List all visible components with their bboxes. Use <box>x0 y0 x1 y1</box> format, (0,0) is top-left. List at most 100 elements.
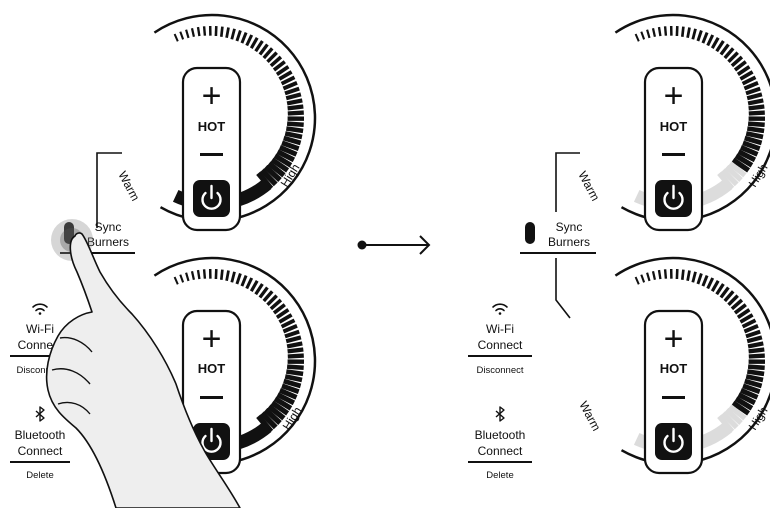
heat-tick <box>734 396 754 411</box>
heat-tick <box>640 274 646 283</box>
heat-tick <box>686 27 691 39</box>
heat-tick <box>179 274 185 283</box>
right-bluetooth-button[interactable]: Bluetooth Connect Delete <box>468 406 532 481</box>
heat-tick <box>743 323 759 334</box>
minus-icon[interactable] <box>200 396 223 399</box>
heat-tick <box>734 153 754 168</box>
heat-tick <box>254 283 264 296</box>
heat-tick <box>721 411 739 430</box>
heat-tick <box>287 347 304 354</box>
left-top-burner: Warm High + HOT <box>115 13 317 232</box>
heat-tick <box>728 404 747 421</box>
heat-tick <box>202 26 207 36</box>
heat-tick <box>727 51 739 64</box>
heat-tick <box>270 400 290 416</box>
heat-tick <box>739 145 759 157</box>
heat-tick <box>723 47 735 60</box>
plus-icon[interactable]: + <box>202 320 222 358</box>
heat-tick <box>284 374 303 383</box>
heat-tick <box>285 369 304 377</box>
power-icon[interactable] <box>655 180 692 217</box>
heat-tick <box>190 270 195 281</box>
heat-tick <box>730 55 744 68</box>
heat-tick <box>724 407 743 425</box>
heat-tick <box>273 396 293 411</box>
heat-tick <box>270 157 290 173</box>
plus-icon[interactable]: + <box>202 77 222 115</box>
heat-tick <box>275 308 290 319</box>
heat-tick <box>235 273 242 285</box>
heat-tick <box>691 271 697 283</box>
heat-tick <box>744 378 763 389</box>
heat-tick <box>196 26 201 37</box>
left-bluetooth-button[interactable]: Bluetooth Connect Delete <box>10 406 70 481</box>
right-bluetooth-line2: Connect <box>478 444 523 458</box>
heat-tick <box>731 157 751 173</box>
heat-tick <box>266 51 278 64</box>
right-top-heat-ticks <box>634 25 766 191</box>
heat-tick <box>173 276 179 285</box>
heat-tick <box>225 270 230 282</box>
heat-tick <box>739 313 754 324</box>
right-wifi-action[interactable]: Disconnect <box>477 365 524 376</box>
heat-tick <box>225 27 230 39</box>
heat-tick <box>742 140 761 151</box>
heat-tick <box>737 392 757 406</box>
right-wifi-line2: Connect <box>478 338 523 352</box>
left-sync-line1: Sync <box>95 220 122 234</box>
power-icon[interactable] <box>193 180 230 217</box>
left-wifi-action[interactable]: Disconnect <box>17 365 64 376</box>
heat-tick <box>260 411 278 430</box>
minus-icon[interactable] <box>662 396 685 399</box>
heat-tick <box>746 92 763 101</box>
minus-icon[interactable] <box>662 153 685 156</box>
minus-icon[interactable] <box>200 153 223 156</box>
plus-icon[interactable]: + <box>664 77 684 115</box>
heat-tick <box>230 28 236 40</box>
heat-tick <box>245 277 254 290</box>
heat-tick <box>745 131 764 140</box>
heat-tick <box>745 329 761 339</box>
heat-tick <box>733 60 747 72</box>
power-icon[interactable] <box>655 423 692 460</box>
heat-tick <box>746 126 765 134</box>
bluetooth-icon <box>35 406 45 422</box>
heat-tick <box>287 353 304 359</box>
left-sync-burners-button[interactable]: Sync Burners <box>60 152 135 254</box>
heat-tick <box>278 313 293 324</box>
heat-tick <box>657 269 662 280</box>
heat-tick <box>281 140 300 151</box>
heat-tick <box>739 388 759 400</box>
heat-tick <box>696 273 703 285</box>
heat-tick <box>680 269 685 280</box>
heat-tick <box>275 65 290 76</box>
left-bluetooth-action[interactable]: Delete <box>26 470 53 481</box>
heat-tick <box>185 272 190 282</box>
right-bottom-burner: Warm High + HOT <box>576 256 770 475</box>
sync-toggle-icon[interactable] <box>525 222 535 244</box>
heat-tick <box>262 290 274 303</box>
heat-tick <box>278 388 298 400</box>
heat-tick <box>741 318 757 329</box>
heat-tick <box>284 131 303 140</box>
heat-tick <box>287 104 304 111</box>
heat-tick <box>258 286 269 299</box>
heat-tick <box>281 383 300 394</box>
pointing-hand-icon <box>45 219 241 508</box>
heat-tick <box>266 294 278 307</box>
heat-tick <box>731 400 751 416</box>
heat-tick <box>724 164 743 182</box>
heat-tick <box>219 269 224 280</box>
heat-tick <box>743 80 759 91</box>
left-wifi-line1: Wi-Fi <box>26 322 54 336</box>
heat-tick <box>663 26 668 36</box>
heat-tick <box>240 32 248 44</box>
right-bottom-warm-label: Warm <box>576 399 603 433</box>
heat-tick <box>260 168 278 187</box>
right-bluetooth-action[interactable]: Delete <box>486 470 513 481</box>
plus-icon[interactable]: + <box>664 320 684 358</box>
heat-tick <box>285 126 304 134</box>
right-wifi-button[interactable]: Wi-Fi Connect Disconnect <box>468 303 532 376</box>
heat-tick <box>723 290 735 303</box>
right-sync-burners-button[interactable]: Sync Burners <box>520 152 596 319</box>
